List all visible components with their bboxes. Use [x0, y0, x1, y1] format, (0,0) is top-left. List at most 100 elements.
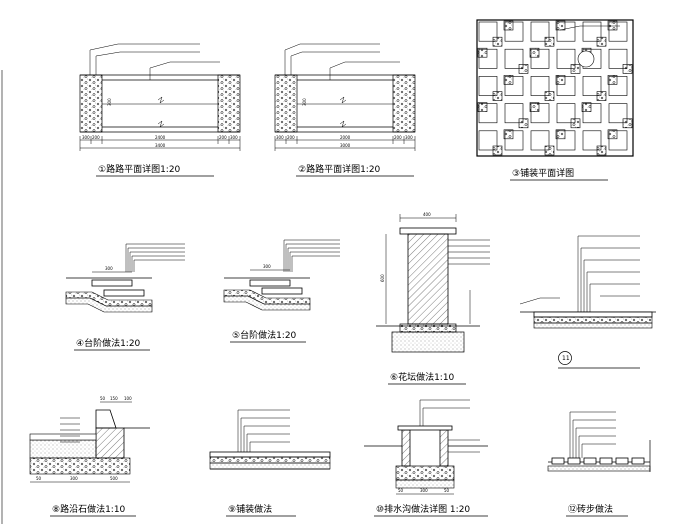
p4-title: ④台阶做法1:20: [76, 337, 141, 349]
p3-title: ③铺装平面详图: [512, 167, 574, 179]
p11-stone: [567, 457, 581, 465]
p3-small-tile: [529, 102, 540, 112]
panel-1-path-plan: 300 300 200 2400 200 300 3400 ①路路平面详图1:2…: [79, 43, 241, 177]
p3-small-tile: [607, 129, 618, 140]
p8-bottom-dim-2: 300: [70, 476, 78, 481]
p3-paving-grid: [477, 20, 633, 156]
p3-small-tile: [503, 129, 514, 140]
p8-top-dim-2: 150: [110, 396, 118, 401]
p3-paver: [556, 48, 576, 69]
p3-small-tile: [570, 118, 581, 129]
p2-dim-2: 200: [287, 135, 295, 140]
p3-small-tile: [622, 118, 633, 129]
p1-edge-left: [79, 74, 103, 133]
p10-bottom-dim-2: 300: [420, 488, 428, 493]
panel-4-step-section: 300 ④台阶做法1:20: [65, 243, 185, 351]
p3-small-tile: [529, 47, 540, 58]
p1-title: ①路路平面详图1:20: [98, 163, 181, 175]
p5-title: ⑤台阶做法1:20: [232, 329, 297, 341]
p3-small-tile: [555, 20, 566, 31]
p3-small-tile: [555, 75, 566, 85]
p3-paver: [556, 103, 576, 124]
p3-small-tile: [503, 20, 514, 31]
panel-2-path-plan: 300 300 200 2000 200 300 3000 ②路路平面详图1:2…: [274, 43, 416, 177]
p3-paver: [582, 130, 602, 151]
p3-paver: [530, 130, 550, 151]
p3-center-mark: [577, 50, 595, 68]
p3-small-tile: [518, 118, 529, 129]
p10-bottom-dim-3: 50: [444, 488, 450, 493]
p1-edge-right: [217, 74, 241, 133]
p8-top-dim-1: 50: [100, 396, 106, 401]
p2-title: ②路路平面详图1:20: [298, 163, 381, 175]
p3-small-tile: [518, 64, 529, 74]
p3-small-tile: [607, 75, 618, 85]
p8-bottom-dim-1: 50: [36, 476, 42, 481]
p1-dim-3: 2400: [155, 135, 166, 140]
p3-small-tile: [622, 64, 633, 74]
p3-paver: [504, 103, 524, 124]
p11-stone: [631, 457, 645, 465]
panel-11-stepping-section: ⑫砖步做法: [547, 411, 651, 517]
panel-5-step-section: 300 ⑤台阶做法1:20: [223, 239, 340, 343]
p3-paver: [478, 76, 498, 96]
p3-small-tile: [477, 47, 488, 58]
p3-paver: [582, 21, 602, 42]
p7-circle-label: 11: [562, 355, 570, 362]
p10-title: ⑩排水沟做法详图 1:20: [376, 503, 470, 515]
panel-9-paving-section: ⑨铺装做法: [209, 409, 331, 517]
p3-small-tile: [544, 36, 555, 47]
p1-dim-1: 300: [82, 135, 90, 140]
p1-dim-total: 3400: [155, 143, 166, 148]
p6-side-dim: 600: [380, 274, 385, 282]
p4-step-dim: 300: [105, 266, 113, 271]
p7-title-circle: [558, 351, 572, 365]
p3-paver: [608, 48, 628, 69]
p3-small-tile: [607, 20, 618, 31]
p11-stone: [599, 457, 613, 465]
p11-stone: [615, 457, 629, 465]
p3-small-tile: [492, 36, 503, 47]
p11-title: ⑫砖步做法: [568, 503, 613, 515]
p3-small-tile: [492, 91, 503, 101]
p3-small-tile: [492, 145, 503, 156]
p3-paver: [504, 48, 524, 69]
p3-paver: [530, 76, 550, 96]
p3-frame: [476, 19, 634, 157]
p3-small-tile: [555, 129, 566, 140]
p3-small-tile: [544, 91, 555, 101]
panel-10-drain-section: 50 300 50 ⑩排水沟做法详图 1:20: [364, 399, 488, 517]
panel-7-paving-section: 11: [519, 235, 656, 369]
panel-8-curb-section: 50 150 100 50 300 500 ⑧路沿石做法1:10: [29, 396, 150, 517]
p11-stone: [551, 457, 565, 465]
panel-6-planter-section: 400 600 ⑥花坛做法1:10: [376, 212, 490, 385]
p3-small-tile: [544, 145, 555, 156]
p3-small-tile: [596, 36, 607, 47]
p2-edge-left: [274, 74, 298, 133]
p2-side-dim: 300: [302, 98, 307, 106]
p3-paver: [530, 21, 550, 42]
p2-dim-total: 3000: [340, 143, 351, 148]
p2-dim-3: 2000: [340, 135, 351, 140]
p3-small-tile: [503, 75, 514, 85]
p3-paver: [478, 21, 498, 42]
p2-dim-1: 300: [276, 135, 284, 140]
p6-title: ⑥花坛做法1:10: [390, 371, 455, 383]
p3-small-tile: [570, 64, 581, 74]
p3-paver: [608, 103, 628, 124]
p1-dim-2: 200: [92, 135, 100, 140]
p11-stepping-stones: [551, 457, 645, 465]
p2-edge-right: [392, 74, 416, 133]
p2-dim-5: 300: [405, 135, 413, 140]
p3-paver: [582, 76, 602, 96]
p8-top-dim-3: 100: [124, 396, 132, 401]
p11-stone: [583, 457, 597, 465]
p10-bottom-dim-1: 50: [398, 488, 404, 493]
p9-title: ⑨铺装做法: [228, 503, 272, 515]
p8-title: ⑧路沿石做法1:10: [52, 503, 126, 515]
p3-small-tile: [596, 145, 607, 156]
p6-wall-core: [407, 233, 449, 325]
p3-paver: [478, 130, 498, 151]
p5-step-dim: 300: [263, 264, 271, 269]
